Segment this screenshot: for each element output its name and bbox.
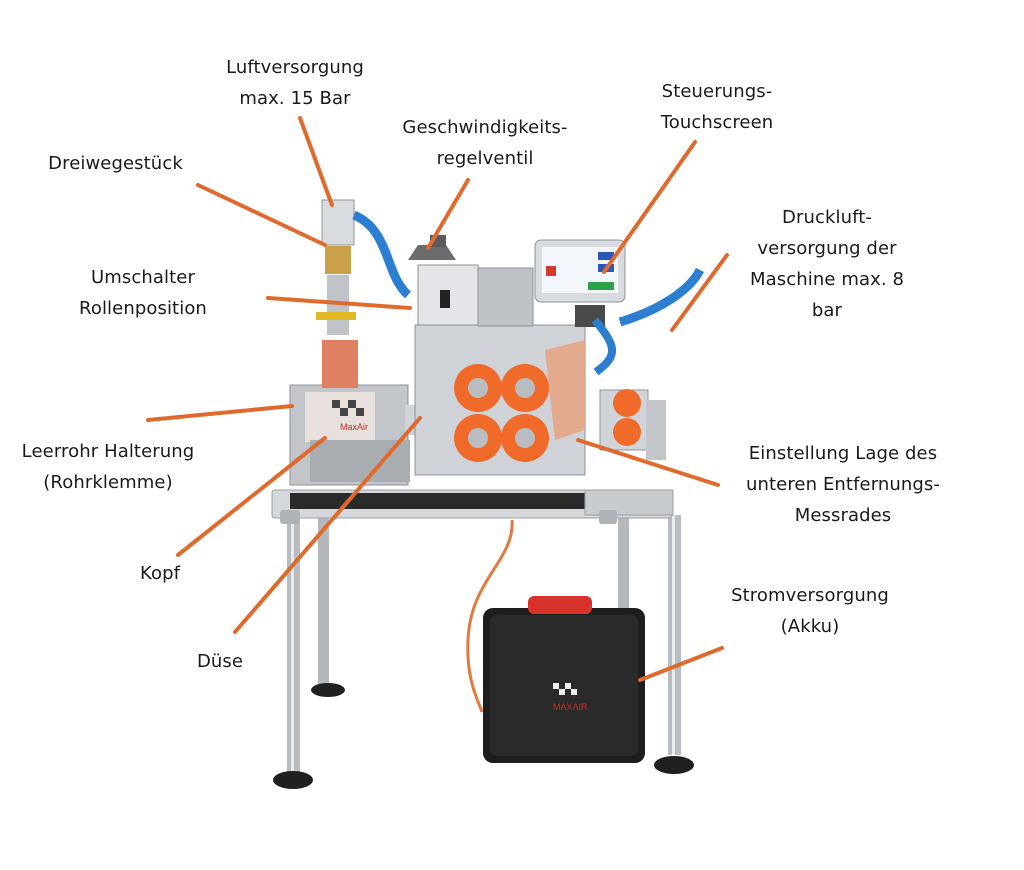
leader-steuerung bbox=[602, 140, 697, 274]
machine-body bbox=[408, 235, 586, 476]
svg-text:MaxAir: MaxAir bbox=[340, 422, 368, 432]
label-dreiwegestueck: Dreiwegestück bbox=[48, 153, 183, 174]
head-block: MaxAir bbox=[289, 384, 423, 486]
svg-text:MAXAIR: MAXAIR bbox=[553, 702, 588, 712]
leader-strom bbox=[638, 646, 724, 682]
label-stromversorgung: Stromversorgung (Akku) bbox=[731, 585, 889, 637]
label-duese: Düse bbox=[196, 651, 244, 672]
battery-case: MAXAIR bbox=[483, 596, 645, 763]
leader-umschalter bbox=[266, 296, 412, 310]
label-steuerungs-touchscreen: Steuerungs- Touchscreen bbox=[660, 81, 774, 133]
table-top bbox=[271, 489, 674, 524]
label-druckluftversorgung: Druckluft- versorgung der Maschine max. … bbox=[749, 207, 905, 321]
label-luftversorgung: Luftversorgung max. 15 Bar bbox=[226, 57, 364, 109]
label-geschwindigkeitsregelventil: Geschwindigkeits- regelventil bbox=[402, 117, 568, 169]
leader-lines bbox=[146, 116, 729, 682]
leader-druckluft bbox=[670, 253, 729, 332]
table-legs bbox=[273, 515, 694, 789]
leader-kopf bbox=[176, 436, 327, 557]
leader-duese bbox=[233, 416, 422, 634]
label-leerrohr-halterung: Leerrohr Halterung (Rohrklemme) bbox=[21, 441, 195, 493]
leader-leerrohr bbox=[146, 404, 294, 422]
leader-luftversorgung bbox=[298, 116, 334, 207]
label-umschalter-rollenposition: Umschalter Rollenposition bbox=[79, 267, 207, 319]
leader-geschwindigkeit bbox=[426, 178, 470, 250]
label-einstellung-messrad: Einstellung Lage des unteren Entfernungs… bbox=[745, 443, 940, 526]
measuring-wheels bbox=[599, 389, 666, 460]
label-kopf: Kopf bbox=[139, 563, 181, 584]
leader-dreiwegestueck bbox=[196, 183, 327, 247]
leader-einstellung bbox=[576, 438, 720, 487]
valve-stack bbox=[316, 199, 412, 388]
rollers bbox=[454, 364, 549, 462]
